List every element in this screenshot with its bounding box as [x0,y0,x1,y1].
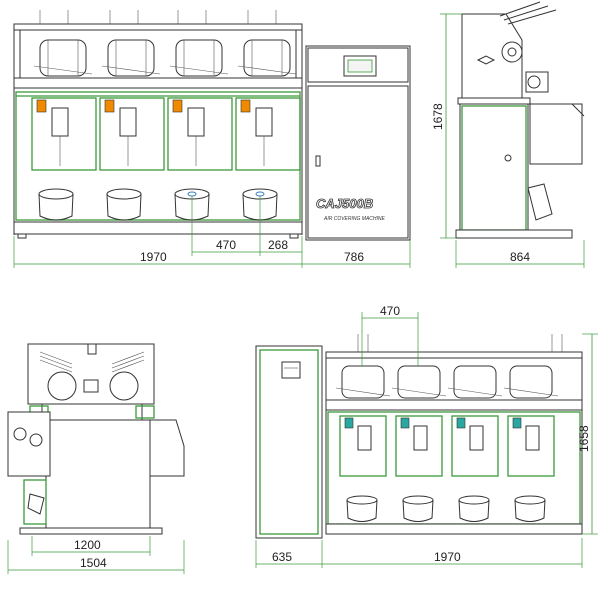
supply-bobbin [174,188,210,221]
rear-drum [503,365,559,399]
dim-side-height: 1678 [431,103,445,130]
rear-spindle-unit [451,415,499,477]
brand-subtitle: AIR COVERING MACHINE [323,216,386,222]
winding-drum [33,39,93,77]
dim-left-inner: 1200 [74,538,101,552]
side-view-right: 1678 864 [431,1,585,268]
dim-front-spacing: 470 [216,238,236,252]
front-view: CAJ500B AIR COVERING MACHINE 1970 786 47… [13,10,411,268]
rear-spindle-unit [507,415,555,477]
dim-rear-height: 1658 [577,425,591,452]
rear-bobbin [514,495,546,522]
side-view-left: 1200 1504 [7,343,185,574]
winding-drum [169,39,229,77]
dim-rear-cabinet-width: 635 [272,550,292,564]
rear-drum [335,365,391,399]
rear-bobbin [346,495,378,522]
rear-bobbin [458,495,490,522]
rear-spindle-unit [395,415,443,477]
rear-drum [391,365,447,399]
supply-bobbin [106,188,142,221]
rear-cabinet [255,345,323,539]
rear-bobbin [402,495,434,522]
spindle-unit [167,97,233,171]
rear-drum [447,365,503,399]
spindle-unit [31,97,97,171]
brand-logo: CAJ500B [316,196,373,211]
spindle-unit [99,97,165,171]
dim-front-cabinet-width: 786 [344,250,364,264]
winding-drum [237,39,297,77]
control-cabinet: CAJ500B AIR COVERING MACHINE [305,45,411,241]
rear-spindle-unit [339,415,387,477]
dim-rear-width: 1970 [434,550,461,564]
rear-view: 470 1658 635 1970 [255,304,598,568]
dim-left-outer: 1504 [80,556,107,570]
winding-drum [101,39,161,77]
dim-front-offset: 268 [268,238,288,252]
dim-front-width: 1970 [140,250,167,264]
spindle-unit [235,97,301,171]
dim-side-depth: 864 [510,250,530,264]
dim-rear-spacing: 470 [380,304,400,318]
supply-bobbin [38,188,74,221]
